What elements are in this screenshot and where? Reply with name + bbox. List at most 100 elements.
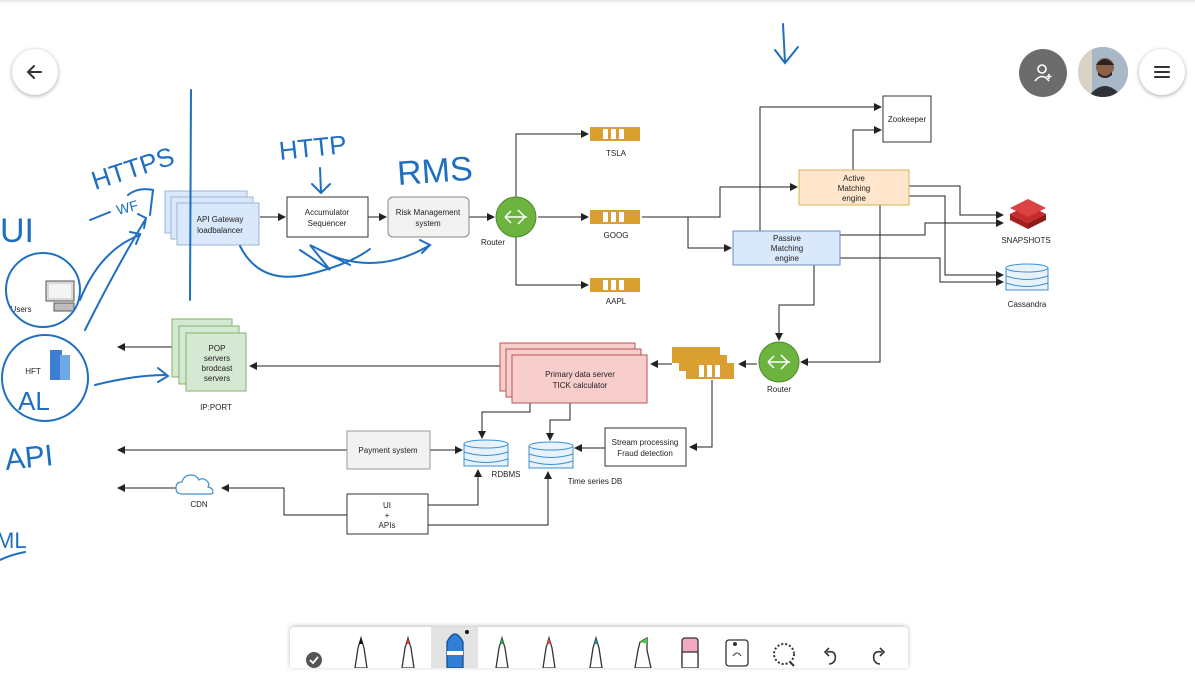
pen-red-2-tool[interactable] xyxy=(525,627,572,668)
svg-text:UI: UI xyxy=(0,212,34,250)
inking-toolbar xyxy=(290,627,908,668)
svg-text:Risk Management: Risk Management xyxy=(396,208,461,217)
svg-text:CDN: CDN xyxy=(190,500,208,509)
svg-text:Primary data server: Primary data server xyxy=(545,370,615,379)
eraser-icon xyxy=(680,637,699,668)
redo-button[interactable] xyxy=(854,627,901,668)
timeseries-db: Time series DB xyxy=(528,441,622,486)
hamburger-menu-icon xyxy=(1154,66,1170,78)
top-edge-shadow xyxy=(0,0,1195,4)
lasso-select-icon xyxy=(724,639,749,667)
pen-green-tool[interactable] xyxy=(478,627,525,668)
svg-text:servers: servers xyxy=(204,354,230,363)
svg-text:API Gateway: API Gateway xyxy=(197,215,244,224)
svg-text:Payment system: Payment system xyxy=(358,446,417,455)
svg-text:GOOG: GOOG xyxy=(604,231,629,240)
svg-text:servers: servers xyxy=(204,374,230,383)
svg-text:system: system xyxy=(415,219,441,228)
svg-text:Matching: Matching xyxy=(838,184,870,193)
svg-text:Sequencer: Sequencer xyxy=(308,219,347,228)
undo-icon xyxy=(823,647,836,665)
svg-text:Router: Router xyxy=(767,385,791,394)
highlighter-icon xyxy=(633,636,652,668)
svg-text:Router: Router xyxy=(481,238,505,247)
router-node: Router xyxy=(481,196,537,247)
svg-text:Time series DB: Time series DB xyxy=(568,477,622,486)
svg-text:Cassandra: Cassandra xyxy=(1008,300,1047,309)
pen-green-icon xyxy=(494,635,509,668)
queue-aapl: AAPL xyxy=(590,278,640,306)
pen-blue-tool[interactable] xyxy=(431,627,478,668)
pen-black-icon xyxy=(353,635,368,668)
done-tool[interactable] xyxy=(290,627,337,668)
active-matching-engine-box: Active Matching engine xyxy=(798,169,910,206)
connectors xyxy=(117,103,1004,526)
pen-black-tool[interactable] xyxy=(337,627,384,668)
svg-text:HFT: HFT xyxy=(25,367,41,376)
redo-icon xyxy=(872,647,885,665)
highlighter-tool[interactable] xyxy=(619,627,666,668)
handwritten-annotations xyxy=(0,23,799,561)
pop-servers-box: POP servers brodcast servers IP:PORT xyxy=(171,318,247,412)
cassandra-db: Cassandra xyxy=(1005,263,1049,309)
primary-data-server-box: Primary data server TICK calculator xyxy=(499,342,648,404)
eraser-tool[interactable] xyxy=(666,627,713,668)
svg-text:loadbalancer: loadbalancer xyxy=(197,226,243,235)
svg-text:Accumulator: Accumulator xyxy=(305,208,350,217)
back-arrow-icon xyxy=(26,65,42,79)
svg-text:Zookeeper: Zookeeper xyxy=(888,115,927,124)
participant-photo-icon xyxy=(1078,47,1128,97)
svg-text:AL: AL xyxy=(18,386,50,416)
svg-text:RDBMS: RDBMS xyxy=(492,470,521,479)
svg-text:WF: WF xyxy=(115,197,140,218)
pen-red-tool[interactable] xyxy=(384,627,431,668)
svg-text:Fraud detection: Fraud detection xyxy=(617,449,673,458)
accumulator-sequencer-box: Accumulator Sequencer xyxy=(286,196,369,238)
svg-text:API: API xyxy=(3,439,55,477)
back-button[interactable] xyxy=(12,49,58,95)
menu-button[interactable] xyxy=(1139,49,1185,95)
undo-button[interactable] xyxy=(807,627,854,668)
zookeeper-box: Zookeeper xyxy=(882,95,932,143)
add-person-icon xyxy=(1034,64,1052,82)
svg-text:Stream processing: Stream processing xyxy=(612,438,679,447)
pen-teal-icon xyxy=(588,635,603,668)
pen-red-2-icon xyxy=(541,635,556,668)
pen-teal-tool[interactable] xyxy=(572,627,619,668)
participant-avatar[interactable] xyxy=(1078,47,1128,97)
cdn-cloud: CDN xyxy=(175,474,214,509)
pen-blue-icon xyxy=(445,630,469,668)
svg-text:Matching: Matching xyxy=(771,244,803,253)
svg-text:POP: POP xyxy=(209,344,226,353)
pen-red-icon xyxy=(400,635,415,668)
stream-processing-box: Stream processing Fraud detection xyxy=(604,427,687,467)
rdbms-db: RDBMS xyxy=(463,439,521,479)
checkmark-icon xyxy=(305,652,322,668)
api-gateway-box: API Gateway loadbalancer xyxy=(164,190,260,246)
svg-text:+: + xyxy=(385,511,390,520)
svg-text:HTTP: HTTP xyxy=(277,129,348,166)
add-person-button[interactable] xyxy=(1019,49,1067,97)
snapshots-store: SNAPSHOTS xyxy=(1001,199,1051,245)
svg-text:UI: UI xyxy=(383,501,391,510)
payment-system-box: Payment system xyxy=(346,430,431,470)
router-node-2: Router xyxy=(758,341,800,394)
svg-text:TSLA: TSLA xyxy=(606,149,627,158)
shape-select-tool[interactable] xyxy=(760,627,807,668)
hft-building-icon: HFT xyxy=(25,350,70,380)
passive-matching-engine-box: Passive Matching engine xyxy=(732,230,841,266)
svg-text:IP:PORT: IP:PORT xyxy=(200,403,232,412)
svg-text:HTTPS: HTTPS xyxy=(88,141,178,196)
svg-text:APIs: APIs xyxy=(379,521,396,530)
users-computer-icon: Users xyxy=(11,280,75,314)
svg-text:TICK calculator: TICK calculator xyxy=(553,381,608,390)
svg-text:engine: engine xyxy=(842,194,867,203)
svg-text:engine: engine xyxy=(775,254,800,263)
queue-tsla: TSLA xyxy=(590,127,640,158)
queue-stack xyxy=(672,347,734,379)
svg-text:Active: Active xyxy=(843,174,865,183)
risk-management-box: Risk Management system xyxy=(387,196,470,238)
lasso-select-tool[interactable] xyxy=(713,627,760,668)
